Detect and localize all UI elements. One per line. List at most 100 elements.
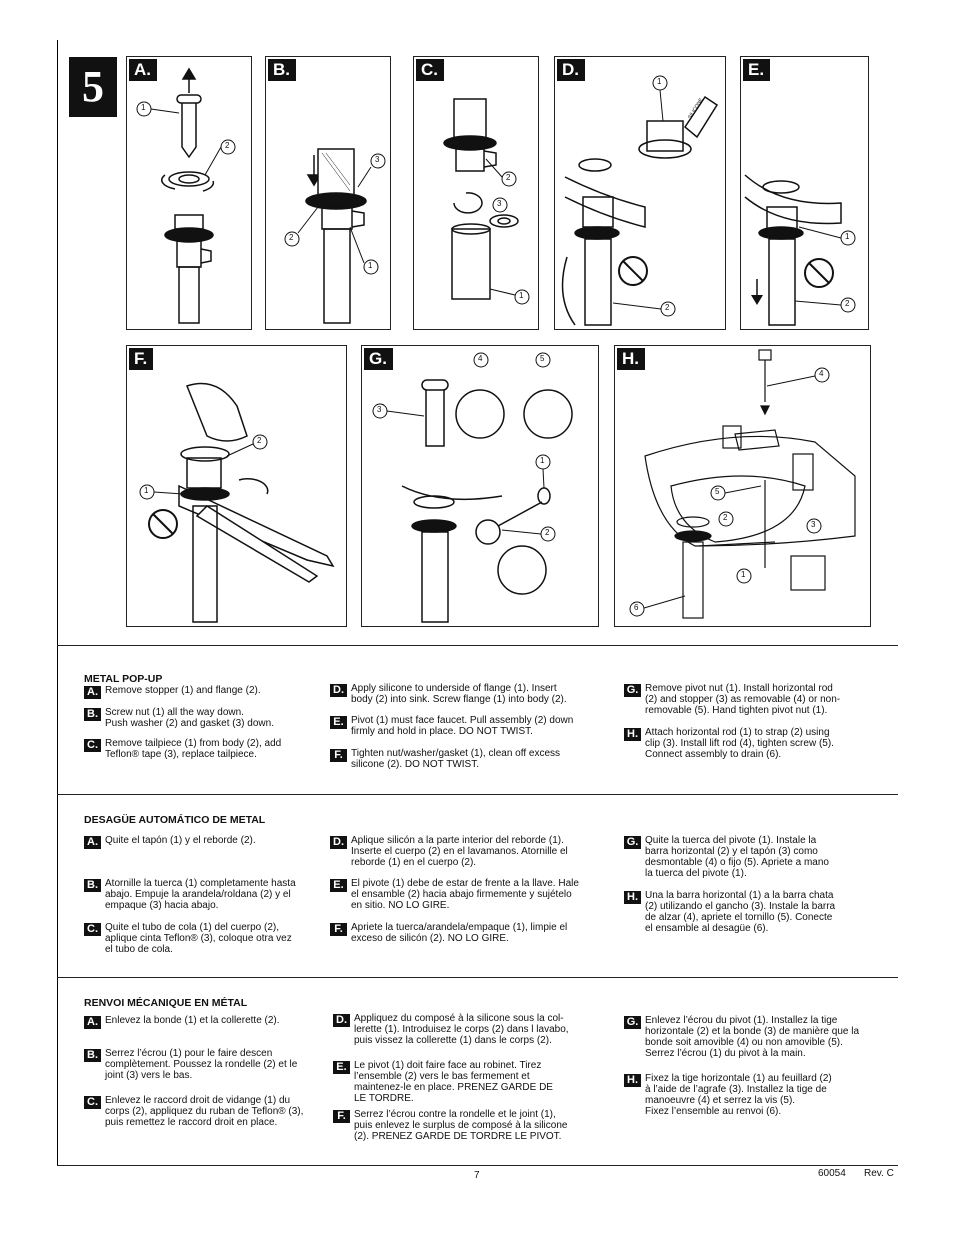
- left-frame-line: [57, 40, 58, 1165]
- panel-f-label: F.: [129, 348, 154, 370]
- item-text: Serrez l’écrou contre la rondelle et le …: [354, 1109, 568, 1142]
- item-text: Una la barra horizontal (1) a la barra c…: [645, 890, 836, 934]
- item-label: E.: [333, 1061, 350, 1074]
- item-text: Atornille la tuerca (1) completamente ha…: [105, 878, 296, 911]
- item-label: H.: [624, 1074, 641, 1087]
- callout-g-1: 1: [540, 456, 545, 465]
- item-text: Quite la tuerca del pivote (1). Instale …: [645, 835, 829, 879]
- item-label: C.: [84, 923, 101, 936]
- item-label: E.: [330, 879, 347, 892]
- callout-c-3: 3: [497, 199, 502, 208]
- revision: Rev. C: [864, 1168, 894, 1179]
- callout-f-1: 1: [144, 486, 149, 495]
- callout-e-2: 2: [845, 299, 850, 308]
- item-label: G.: [624, 1016, 641, 1029]
- item-label: B.: [84, 879, 101, 892]
- item-label: C.: [84, 739, 101, 752]
- french-title: RENVOI MÉCANIQUE EN MÉTAL: [84, 997, 248, 1009]
- callout-g-2: 2: [545, 528, 550, 537]
- panel-f-illustration: [139, 382, 335, 623]
- panel-c-label: C.: [416, 59, 444, 81]
- callout-a-2: 2: [225, 141, 230, 150]
- item-text: Pivot (1) must face faucet. Pull assembl…: [351, 715, 574, 737]
- item-label: F.: [333, 1110, 350, 1123]
- item-label: B.: [84, 708, 101, 721]
- callout-c-2: 2: [506, 173, 511, 182]
- callout-h-1: 1: [741, 570, 746, 579]
- item-text: Apply silicone to underside of flange (1…: [351, 683, 567, 705]
- panel-d-illustration: [561, 75, 719, 326]
- item-label: D.: [330, 836, 347, 849]
- item-label: H.: [624, 728, 641, 741]
- callout-b-2: 2: [289, 233, 294, 242]
- panel-e: E. 1 2: [740, 56, 869, 330]
- panel-b-label: B.: [268, 59, 296, 81]
- panel-a-label: A.: [129, 59, 157, 81]
- item-label: B.: [84, 1049, 101, 1062]
- panel-d: D. SILICONE 1 2: [554, 56, 726, 330]
- panel-a-illustration: [136, 67, 236, 324]
- spanish-title: DESAGÜE AUTOMÁTICO DE METAL: [84, 814, 266, 826]
- callout-f-2: 2: [257, 436, 262, 445]
- item-text: Enlevez le raccord droit de vidange (1) …: [105, 1095, 304, 1128]
- callout-g-4: 4: [478, 354, 483, 363]
- item-text: Fixez la tige horizontale (1) au feuilla…: [645, 1073, 832, 1117]
- item-text: Serrez l’écrou (1) pour le faire descen …: [105, 1048, 298, 1081]
- divider-2: [57, 794, 898, 795]
- english-title: METAL POP-UP: [84, 673, 163, 685]
- panel-c: C. 2 3 1: [413, 56, 539, 330]
- item-text: Le pivot (1) doit faire face au robinet.…: [354, 1060, 553, 1104]
- panel-h-label: H.: [617, 348, 645, 370]
- panel-g-label: G.: [364, 348, 393, 370]
- item-text: Attach horizontal rod (1) to strap (2) u…: [645, 727, 834, 760]
- item-label: C.: [84, 1096, 101, 1109]
- callout-d-1: 1: [657, 77, 662, 86]
- divider-1: [57, 645, 898, 646]
- panel-h-illustration: [629, 349, 856, 619]
- item-text: Aplique silicón a la parte interior del …: [351, 835, 568, 868]
- item-label: D.: [330, 684, 347, 697]
- callout-c-1: 1: [519, 291, 524, 300]
- item-text: Remove stopper (1) and flange (2).: [105, 685, 261, 696]
- panel-a: A. 1 2: [126, 56, 252, 330]
- item-text: Quite el tubo de cola (1) del cuerpo (2)…: [105, 922, 292, 955]
- panel-h: H. 4 5 2 3 1 6: [614, 345, 871, 627]
- callout-b-3: 3: [375, 155, 380, 164]
- item-text: Appliquez du composé à la silicone sous …: [354, 1013, 569, 1046]
- item-label: G.: [624, 836, 641, 849]
- callout-d-2: 2: [665, 303, 670, 312]
- callout-h-3: 3: [811, 520, 816, 529]
- page-number: 7: [474, 1170, 480, 1181]
- panel-e-label: E.: [743, 59, 771, 81]
- item-label: H.: [624, 891, 641, 904]
- callout-g-3: 3: [377, 405, 382, 414]
- panel-b-illustration: [284, 148, 386, 324]
- callout-h-4: 4: [819, 369, 824, 378]
- item-label: A.: [84, 686, 101, 699]
- panel-d-label: D.: [557, 59, 585, 81]
- document-number: 60054: [818, 1168, 846, 1179]
- item-label: F.: [330, 749, 347, 762]
- item-label: E.: [330, 716, 347, 729]
- item-text: El pivote (1) debe de estar de frente a …: [351, 878, 579, 911]
- step-number: 5: [69, 57, 117, 117]
- item-text: Remove pivot nut (1). Install horizontal…: [645, 683, 841, 716]
- callout-h-2: 2: [723, 513, 728, 522]
- item-label: A.: [84, 836, 101, 849]
- panel-c-illustration: [443, 98, 530, 305]
- panel-g-illustration: [372, 352, 573, 623]
- panel-g: G. 4 5 3 1 2: [361, 345, 599, 627]
- panel-b: B. 3 2 1: [265, 56, 391, 330]
- item-text: Enlevez l’écrou du pivot (1). Installez …: [645, 1015, 860, 1059]
- item-text: Quite el tapón (1) y el reborde (2).: [105, 835, 256, 846]
- item-text: Screw nut (1) all the way down. Push was…: [105, 707, 274, 729]
- item-label: A.: [84, 1016, 101, 1029]
- callout-e-1: 1: [845, 232, 850, 241]
- item-text: Apriete la tuerca/arandela/empaque (1), …: [351, 922, 568, 944]
- item-label: G.: [624, 684, 641, 697]
- panel-e-illustration: [744, 174, 856, 326]
- callout-b-1: 1: [368, 261, 373, 270]
- divider-3: [57, 977, 898, 978]
- callout-g-5: 5: [540, 354, 545, 363]
- item-text: Enlevez la bonde (1) et la collerette (2…: [105, 1015, 280, 1026]
